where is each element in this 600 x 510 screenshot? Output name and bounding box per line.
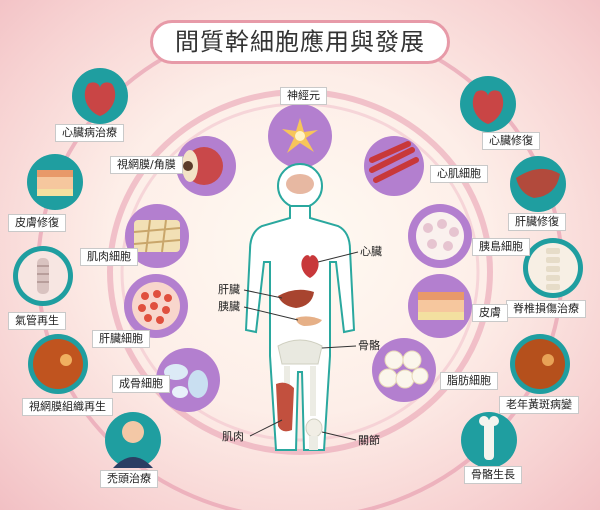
osteoblast-circle: [156, 348, 220, 412]
label-skin-repair: 皮膚修復: [8, 214, 66, 232]
label-heart-disease: 心臟病治療: [55, 124, 124, 142]
retina-cornea-circle: [176, 136, 236, 196]
label-neuron: 神經元: [280, 87, 327, 105]
islet-cell-circle: [408, 204, 472, 268]
muscle-cell-circle: [125, 204, 189, 268]
heart-icon: [301, 255, 319, 278]
label-liver-repair: 肝臟修復: [508, 213, 566, 231]
label-retina-tissue: 視網膜組織再生: [22, 398, 113, 416]
label-liver-cell: 肝臟細胞: [92, 330, 150, 348]
label-spine: 脊椎損傷治療: [506, 300, 586, 318]
liver-cell-circle: [124, 274, 188, 338]
liver-repair-circle: [510, 156, 566, 212]
macular-circle: [510, 334, 570, 394]
baldness-circle: [105, 412, 161, 468]
label-fat-cell: 脂肪細胞: [440, 372, 498, 390]
label-joint: 關節: [358, 434, 380, 447]
label-osteoblast: 成骨細胞: [112, 375, 170, 393]
label-heart: 心臟: [360, 245, 382, 258]
label-skin: 皮膚: [472, 304, 508, 322]
label-bone-growth: 骨骼生長: [464, 466, 522, 484]
heart-repair-circle: [460, 76, 516, 132]
neuron-circle: [268, 104, 332, 168]
leader-lines: [243, 251, 359, 441]
label-baldness: 禿頭治療: [100, 470, 158, 488]
skin-circle: [408, 274, 472, 338]
fat-cell-circle: [372, 338, 436, 402]
label-heart-repair: 心臟修復: [482, 132, 540, 150]
page-title: 間質幹細胞應用與發展: [150, 20, 450, 64]
label-muscle-cell: 肌肉細胞: [80, 248, 138, 266]
label-liver: 肝臟: [218, 283, 240, 296]
label-cardiomyocyte: 心肌細胞: [430, 165, 488, 183]
leg-muscle-icon: [276, 382, 294, 432]
label-islet-cell: 胰島細胞: [472, 238, 530, 256]
cardiomyocyte-circle: [364, 136, 424, 196]
label-muscle: 肌肉: [222, 430, 244, 443]
human-body: [244, 163, 356, 451]
spine-circle: [523, 238, 583, 298]
brain-icon: [286, 174, 314, 194]
retina-tissue-circle: [28, 334, 88, 394]
skin-repair-circle: [27, 154, 83, 210]
pancreas-icon: [296, 316, 322, 326]
liver-icon: [278, 289, 314, 308]
label-macular: 老年黃斑病變: [499, 396, 579, 414]
knee-joint-icon: [305, 418, 323, 438]
label-bone: 骨骼: [358, 339, 380, 352]
label-retina-cornea: 視網膜/角膜: [110, 156, 183, 174]
label-pancreas: 胰臟: [218, 300, 240, 313]
pelvis-icon: [277, 339, 323, 365]
trachea-circle: [13, 246, 73, 306]
label-trachea: 氣管再生: [8, 312, 66, 330]
bone-growth-circle: [461, 412, 517, 468]
heart-disease-circle: [72, 68, 128, 124]
